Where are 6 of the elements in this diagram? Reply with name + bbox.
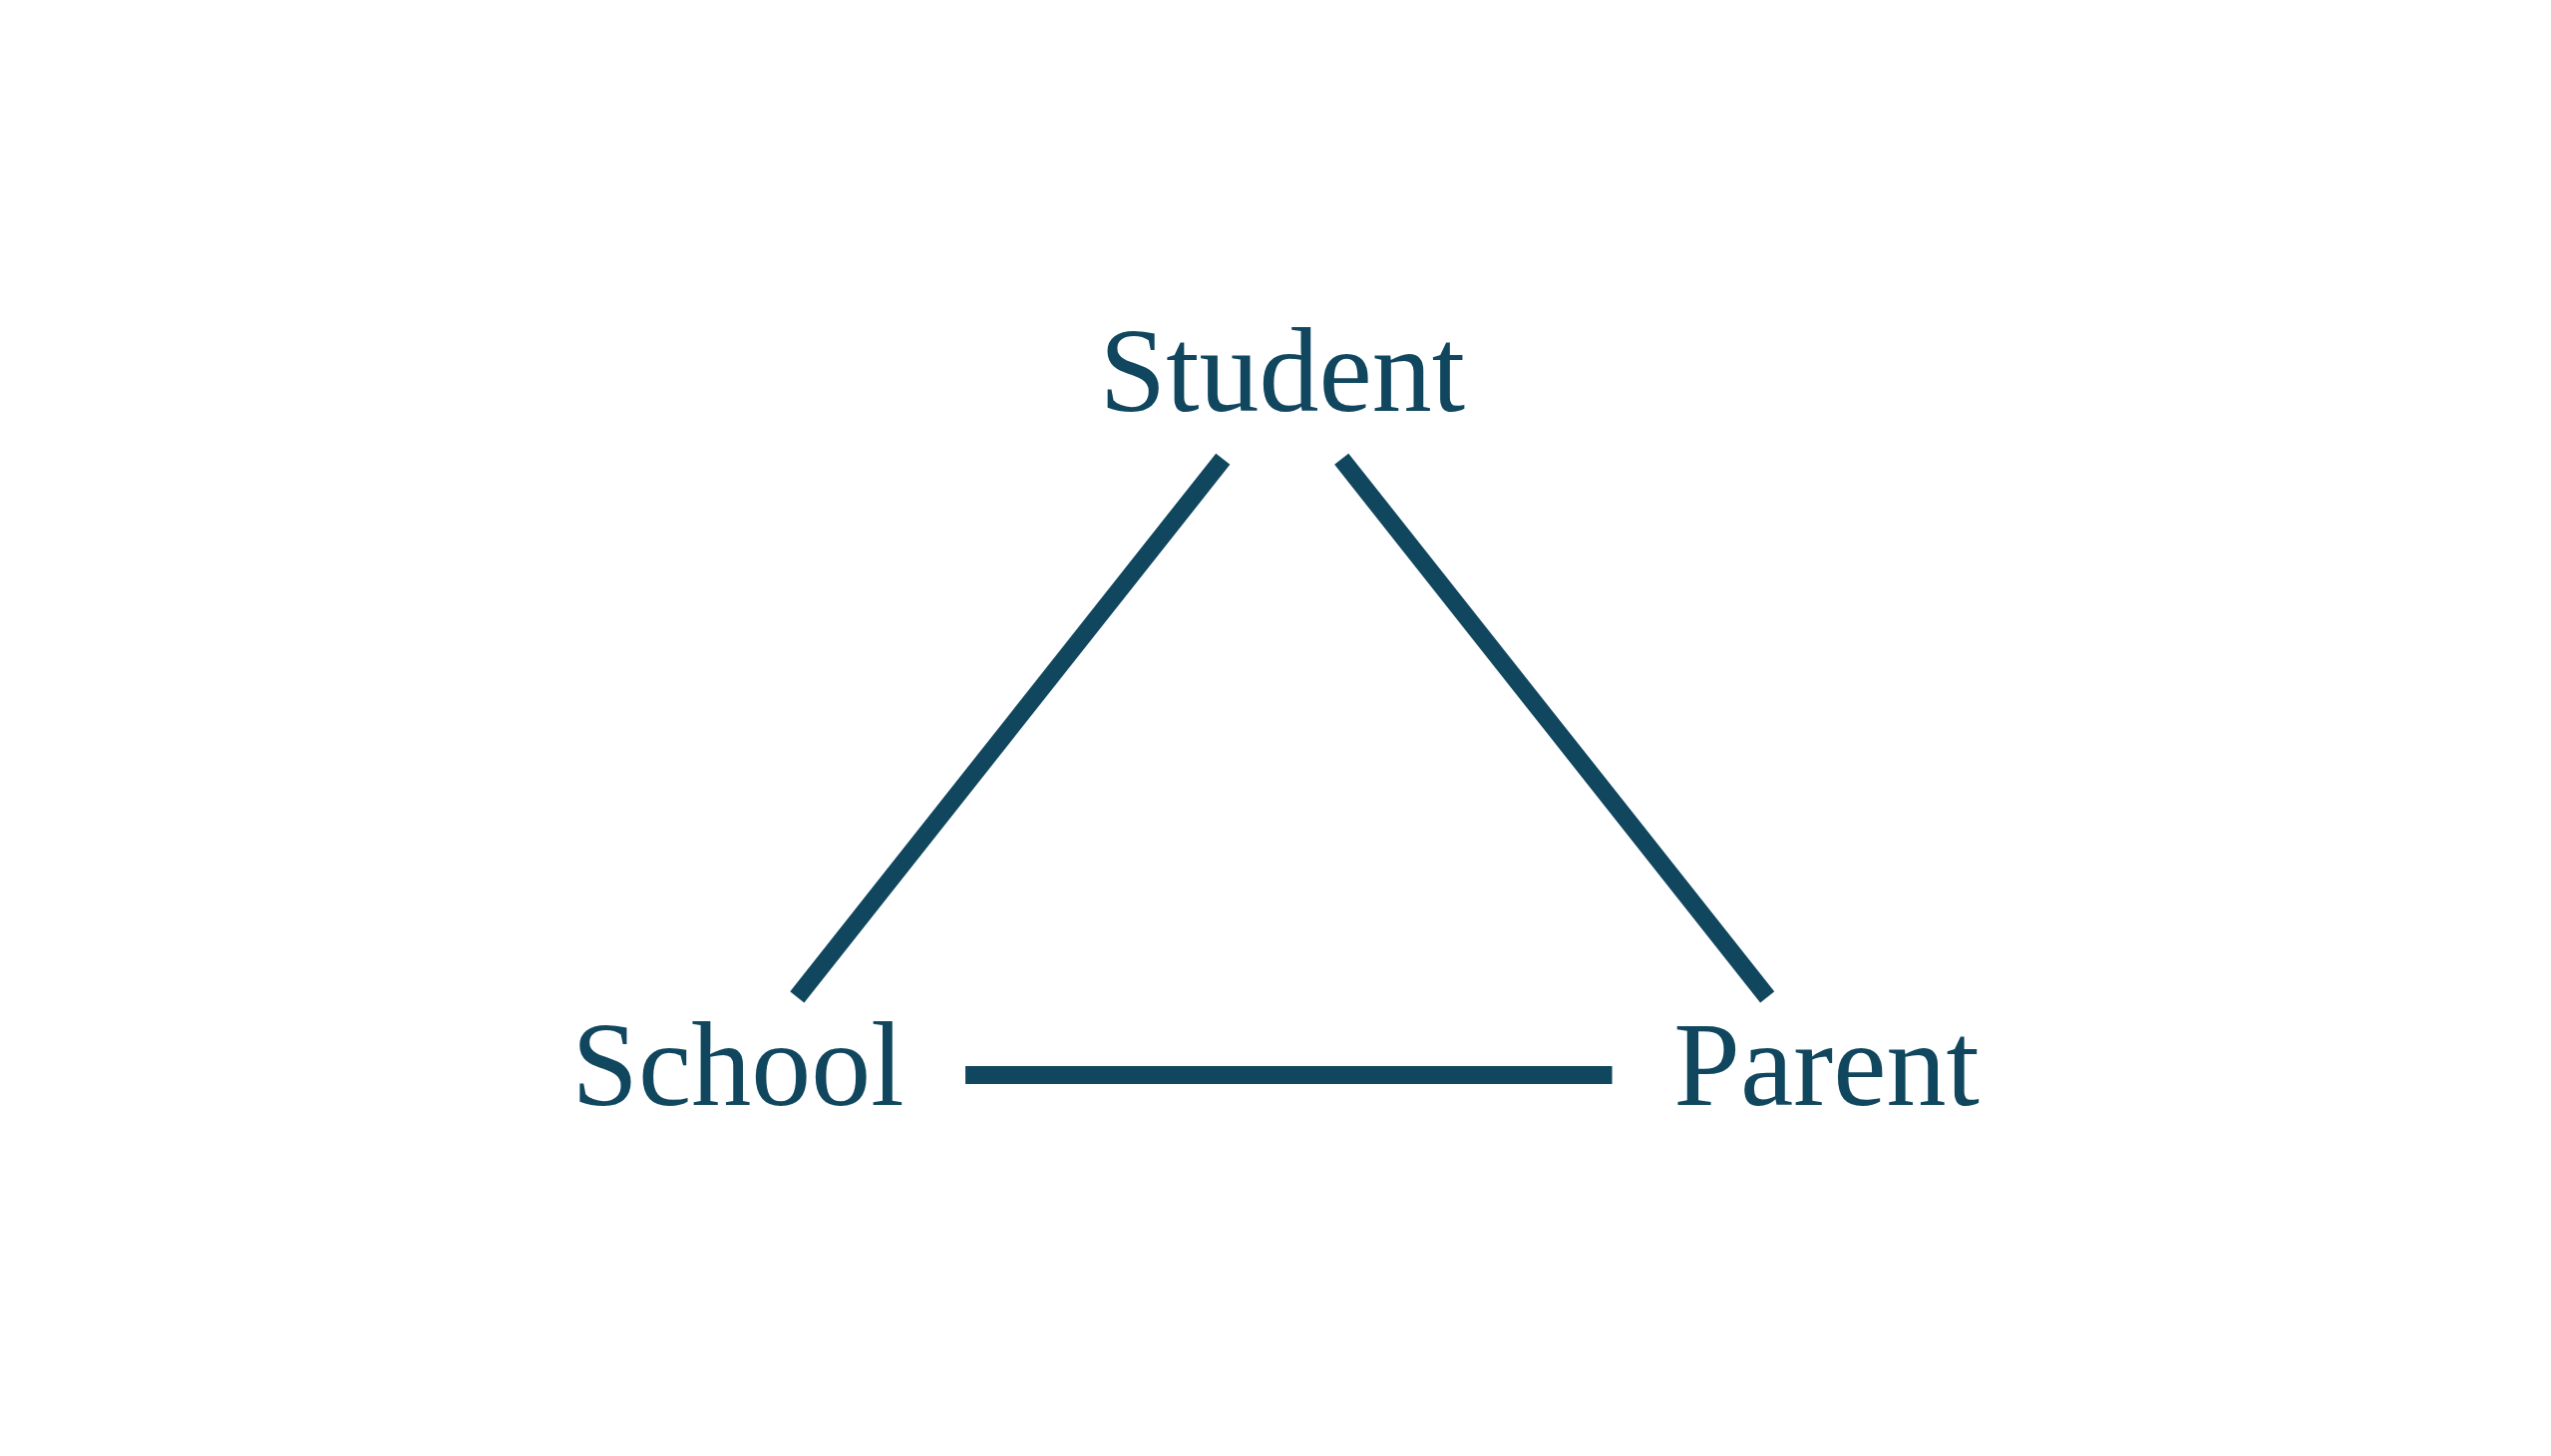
connector: [790, 453, 1231, 1003]
node-text: Parent: [1673, 997, 1980, 1131]
node-text: School: [571, 997, 905, 1131]
connector: [1334, 453, 1775, 1003]
connector: [965, 1065, 1613, 1084]
node-text: Student: [1099, 304, 1466, 438]
